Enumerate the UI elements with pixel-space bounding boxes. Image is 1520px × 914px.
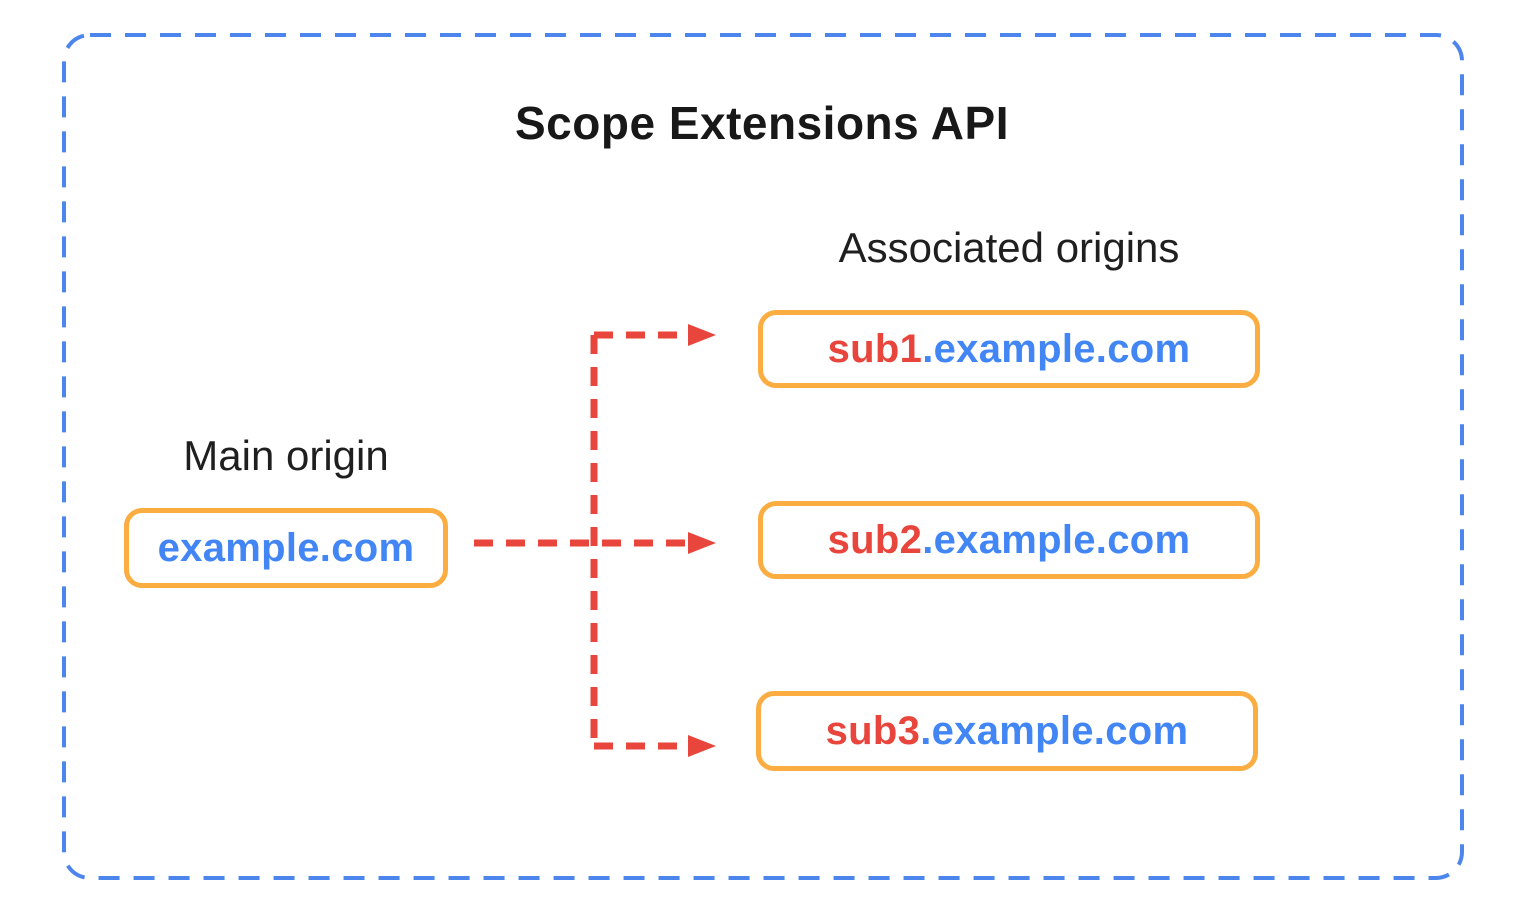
sub2-prefix: sub2 — [827, 517, 923, 562]
sub1-prefix: sub1 — [827, 326, 923, 371]
arrowhead-sub2-icon — [688, 532, 716, 554]
associated-origin-box-sub1: sub1.example.com — [758, 310, 1260, 388]
sub2-suffix: .example.com — [922, 517, 1191, 562]
associated-origin-box-sub3: sub3.example.com — [756, 691, 1258, 771]
associated-origin-box-sub2: sub2.example.com — [758, 501, 1260, 579]
associated-origins-label: Associated origins — [838, 224, 1180, 271]
sub1-suffix: .example.com — [922, 326, 1191, 371]
sub3-prefix: sub3 — [825, 708, 921, 753]
main-origin-label: Main origin — [183, 432, 389, 479]
arrowhead-sub1-icon — [688, 324, 716, 346]
arrowhead-sub3-icon — [688, 735, 716, 757]
main-origin-box: example.com — [124, 508, 448, 588]
sub3-suffix: .example.com — [920, 708, 1189, 753]
diagram-title: Scope Extensions API — [515, 97, 1009, 149]
main-origin-domain: example.com — [157, 525, 415, 570]
